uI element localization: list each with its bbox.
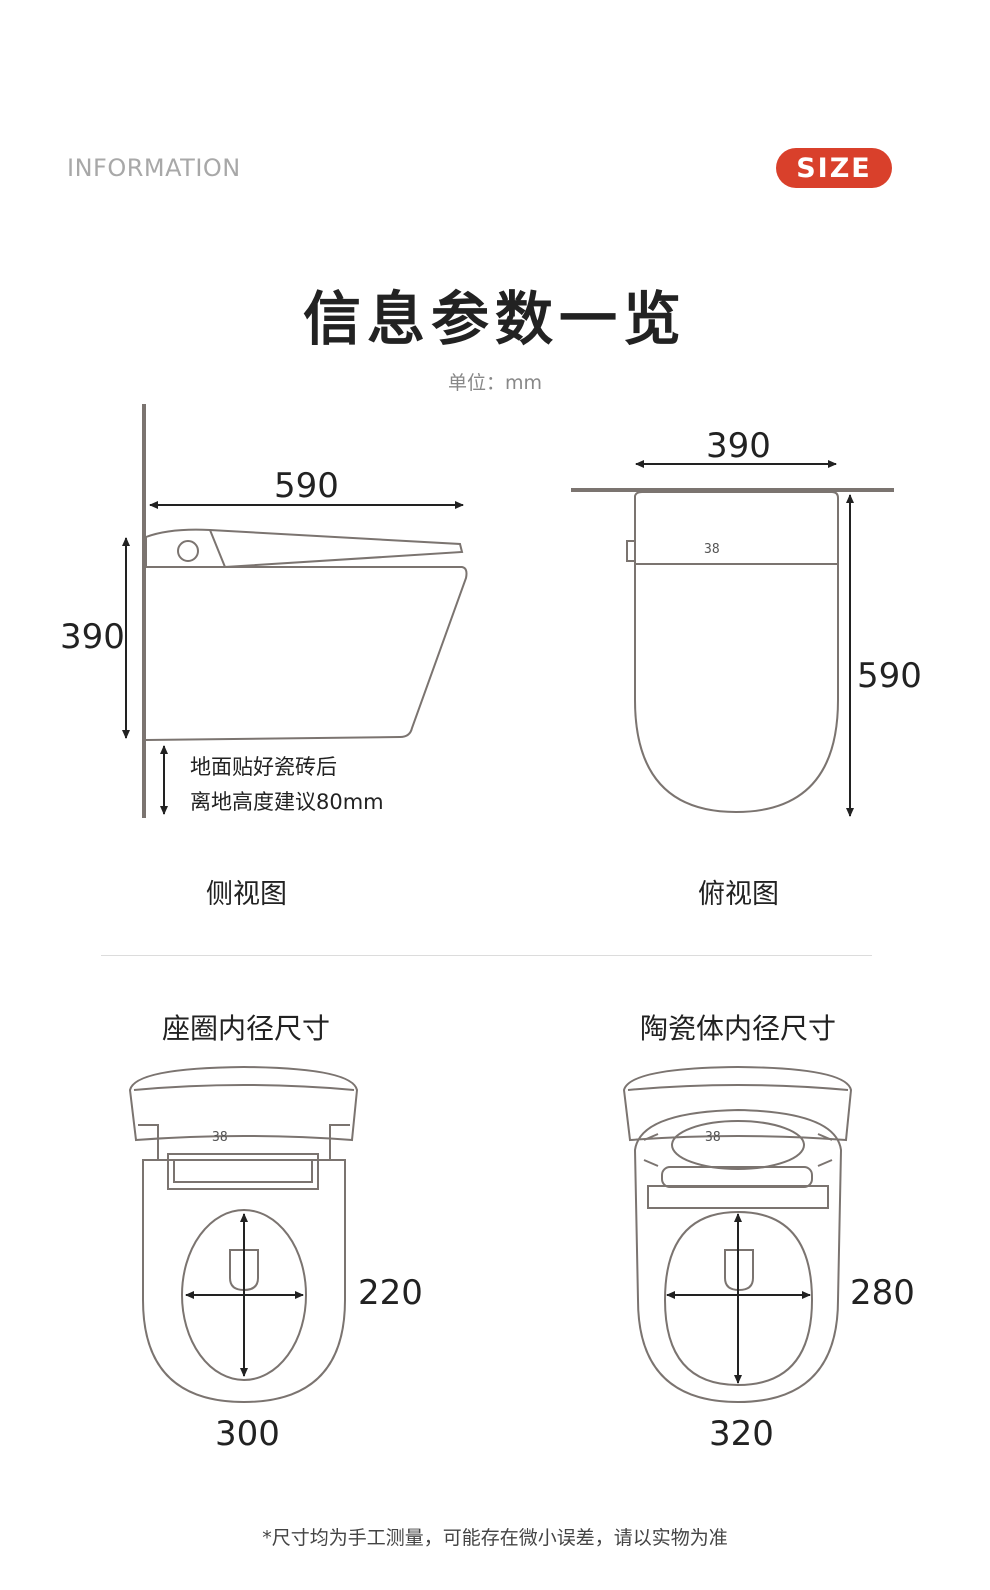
top-body-outline (634, 491, 839, 814)
footnote: *尺寸均为手工测量，可能存在微小误差，请以实物为准 (262, 1527, 728, 1549)
side-height-value: 390 (60, 617, 125, 657)
top-display-readout: 38 (704, 542, 720, 557)
page-title: 信息参数一览 (302, 285, 687, 353)
top-view-drawing: 38 (571, 460, 894, 817)
seat-body-outline (142, 1159, 346, 1404)
size-badge: SIZE (776, 148, 892, 188)
side-view-drawing (122, 404, 468, 818)
seat-display-readout: 38 (212, 1130, 228, 1145)
ceramic-body-outline (633, 1108, 843, 1404)
ceramic-width-value: 320 (709, 1414, 774, 1454)
ceramic-display-readout: 38 (705, 1130, 721, 1145)
side-lid-outline (145, 528, 464, 568)
info-label: INFORMATION (67, 154, 241, 182)
side-button-icon (177, 540, 199, 562)
seat-width-value: 300 (215, 1414, 280, 1454)
top-length-value: 590 (857, 656, 922, 696)
ceramic-body-drawing: 38 (622, 1065, 853, 1404)
ceramic-inner-outline (663, 1210, 814, 1387)
ceramic-lid-outline (622, 1065, 853, 1142)
floor-note-line2: 离地高度建议80mm (190, 790, 384, 814)
seat-length-value: 220 (358, 1273, 423, 1313)
side-body-outline (145, 566, 468, 741)
seat-ring-drawing: 38 (128, 1065, 359, 1404)
ceramic-display-panel (671, 1120, 805, 1170)
seat-lid-outline (128, 1065, 359, 1142)
seat-ring-title: 座圈内径尺寸 (162, 1012, 331, 1045)
ceramic-length-value: 280 (850, 1273, 915, 1313)
side-view-label: 侧视图 (206, 879, 287, 910)
section-divider (101, 955, 872, 956)
floor-note-line1: 地面贴好瓷砖后 (190, 755, 337, 779)
top-width-value: 390 (706, 426, 771, 466)
unit-label: 单位：mm (447, 372, 543, 394)
ceramic-body-title: 陶瓷体内径尺寸 (640, 1012, 837, 1045)
top-view-label: 俯视图 (698, 879, 779, 910)
side-length-value: 590 (274, 466, 339, 506)
seat-inner-outline (181, 1209, 307, 1381)
